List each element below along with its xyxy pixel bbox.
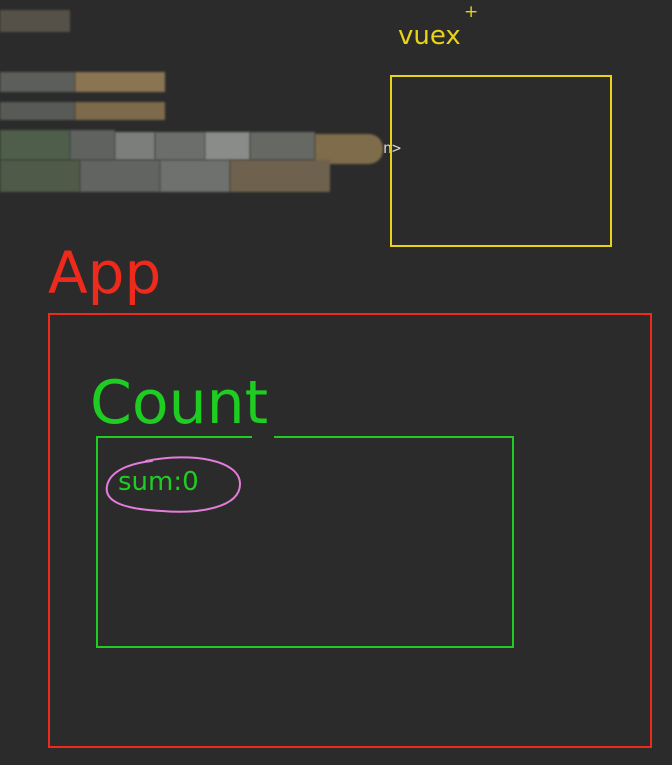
code-tail-text: n>	[383, 139, 402, 157]
app-label: App	[48, 239, 162, 307]
sum-value-text: sum:0	[118, 467, 199, 497]
vuex-label: vuex	[398, 21, 461, 51]
count-component-box	[96, 436, 514, 648]
sum-highlight-ellipse	[105, 456, 242, 513]
count-box-border-gap	[252, 432, 274, 440]
vuex-plus-mark: +	[464, 2, 479, 22]
vuex-box	[390, 75, 612, 247]
app-component-box	[48, 313, 652, 748]
count-label: Count	[90, 368, 269, 438]
obscured-code-snippet	[0, 0, 390, 200]
